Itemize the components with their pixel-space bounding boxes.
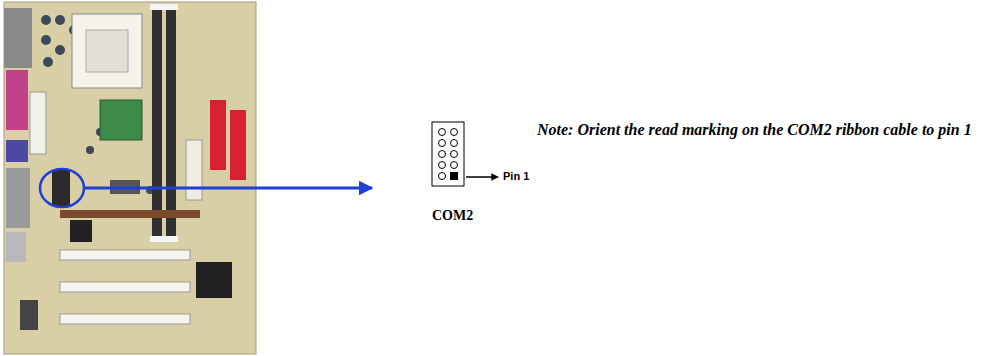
com2-header [432, 122, 464, 186]
pointer-arrow [84, 187, 372, 190]
pin-label: Pin 1 [503, 170, 529, 182]
connector-name: COM2 [432, 208, 473, 224]
note-text: Note: Orient the read marking on the COM… [537, 119, 1008, 141]
pin-leader [466, 176, 498, 178]
highlight-circle [40, 169, 84, 207]
motherboard [4, 2, 256, 354]
